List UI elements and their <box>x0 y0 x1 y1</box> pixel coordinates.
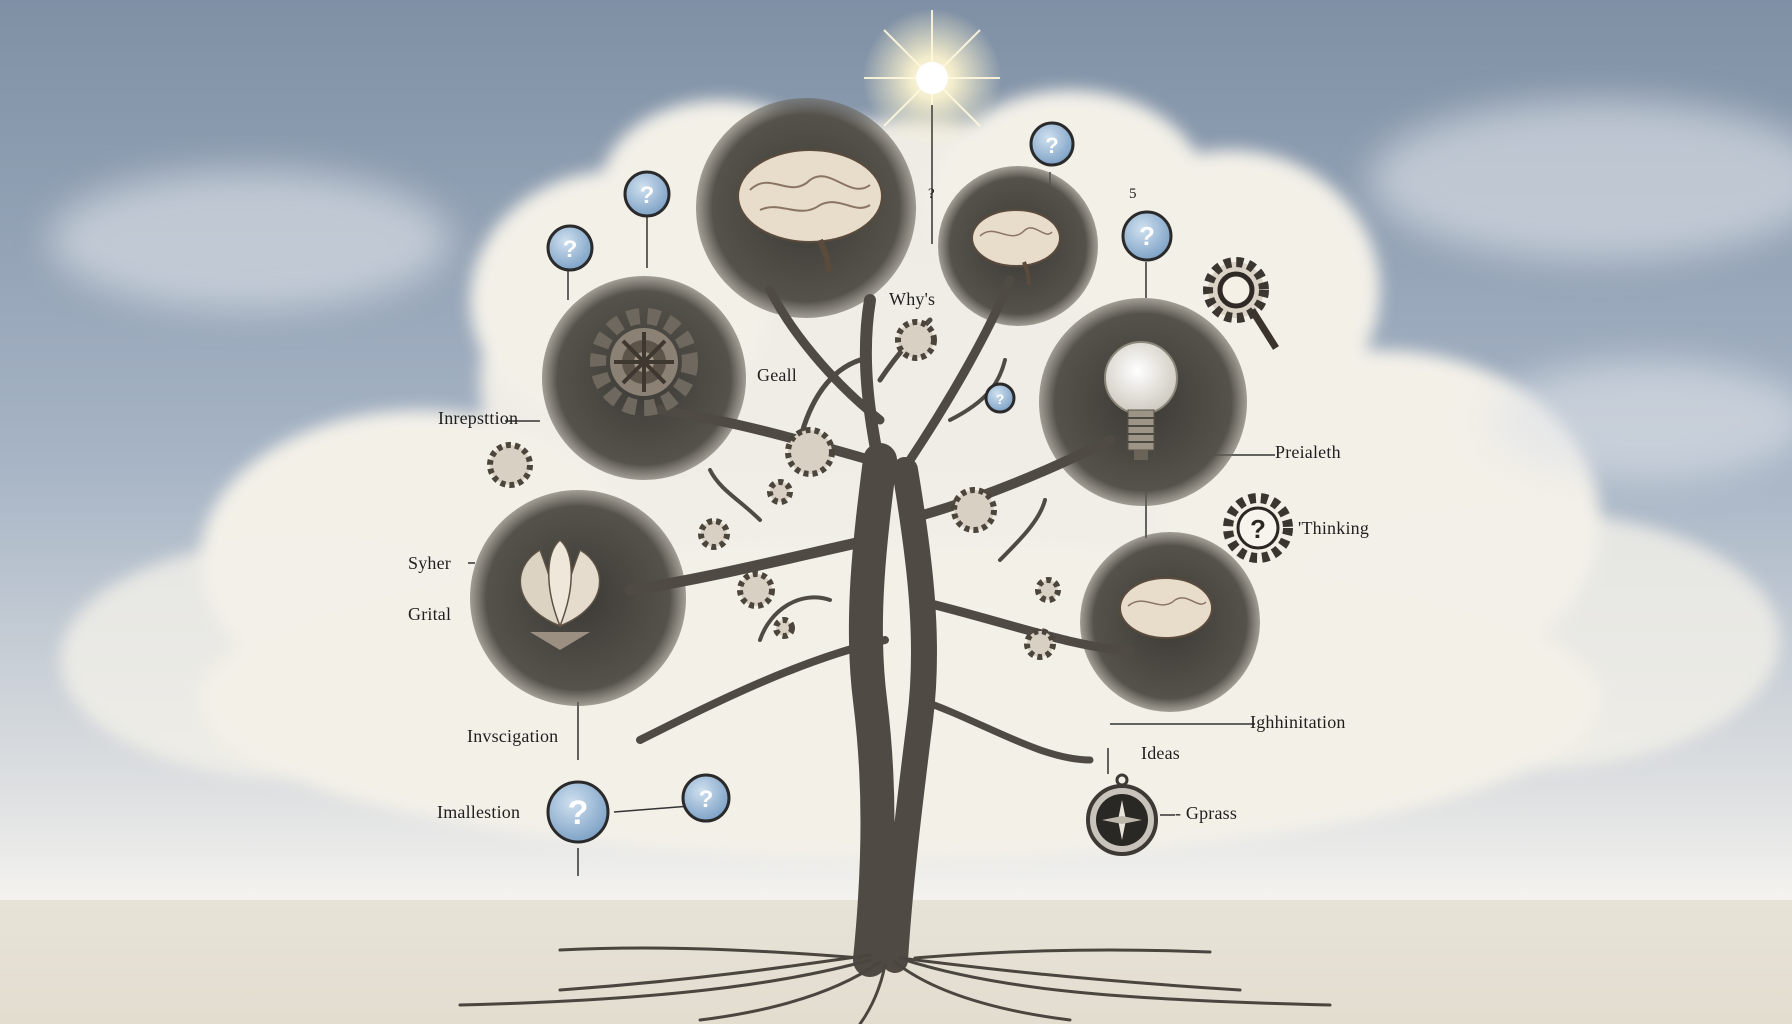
label-syher: Syher <box>408 553 451 573</box>
gear-icon <box>487 442 533 488</box>
question-bubbles <box>546 121 1173 844</box>
question-gear-icon <box>1223 493 1293 563</box>
gear-icon <box>1035 577 1061 603</box>
tree <box>624 275 1135 977</box>
light-bulb-icon <box>1104 341 1178 460</box>
question-bubble-icon <box>1029 121 1075 167</box>
gear-icon <box>895 319 937 361</box>
question-bubble-icon <box>984 382 1016 414</box>
gear-icon <box>737 571 775 609</box>
magnifying-gear-icon <box>1203 257 1279 350</box>
label-preialeth: Preialeth <box>1275 442 1341 462</box>
label-invscigation: Invscigation <box>467 726 559 746</box>
brain-icon-top <box>737 149 883 273</box>
label-small-question: ? <box>928 186 935 202</box>
label-digit: 5 <box>1129 186 1137 202</box>
label-whys: Why's <box>889 289 936 309</box>
question-mark-glyph: ? <box>1045 133 1058 158</box>
question-mark-glyph: ? <box>996 391 1005 407</box>
question-mark-glyph: ? <box>699 786 714 813</box>
brain-icon-small <box>971 209 1061 286</box>
gear-icon <box>785 427 835 477</box>
label-imalletion: Imallestion <box>437 802 521 822</box>
question-mark-glyph: ? <box>563 236 578 263</box>
question-mark-glyph: ? <box>1139 221 1155 251</box>
label-ideas: Ideas <box>1141 743 1180 763</box>
label-grital: Grital <box>408 604 452 624</box>
question-mark-glyph: ? <box>568 794 589 832</box>
question-bubble-icon <box>1121 210 1173 262</box>
lotus-flower-icon <box>519 539 601 650</box>
gear-icon <box>698 518 730 550</box>
gear-icon-large <box>590 308 698 416</box>
gear-icon <box>1024 628 1056 660</box>
roots <box>458 946 1332 1024</box>
question-bubble-icon <box>546 780 610 844</box>
gear-icon <box>767 479 793 505</box>
question-bubble-icon <box>681 773 731 823</box>
question-bubble-icon <box>546 224 594 272</box>
question-mark-glyph: ? <box>1250 514 1266 544</box>
gear-icon <box>951 487 997 533</box>
label-geall: Geall <box>757 365 797 385</box>
distant-clouds <box>50 100 1792 480</box>
label-ighhinitation: Ighhinitation <box>1250 712 1346 732</box>
label-thinking: 'Thinking <box>1298 518 1370 538</box>
compass-icon <box>1086 773 1158 856</box>
gear-icon <box>773 617 795 639</box>
question-bubble-icon <box>623 170 671 218</box>
question-marks: ? ? ? ? ? ? ? ? <box>563 133 1266 832</box>
small-gears <box>487 319 1061 660</box>
brain-icon-bottom <box>1119 577 1213 639</box>
label-inrepsttion: Inrepsttion <box>438 408 519 428</box>
label-gprass: - Gprass <box>1175 803 1238 823</box>
question-mark-glyph: ? <box>640 182 655 209</box>
